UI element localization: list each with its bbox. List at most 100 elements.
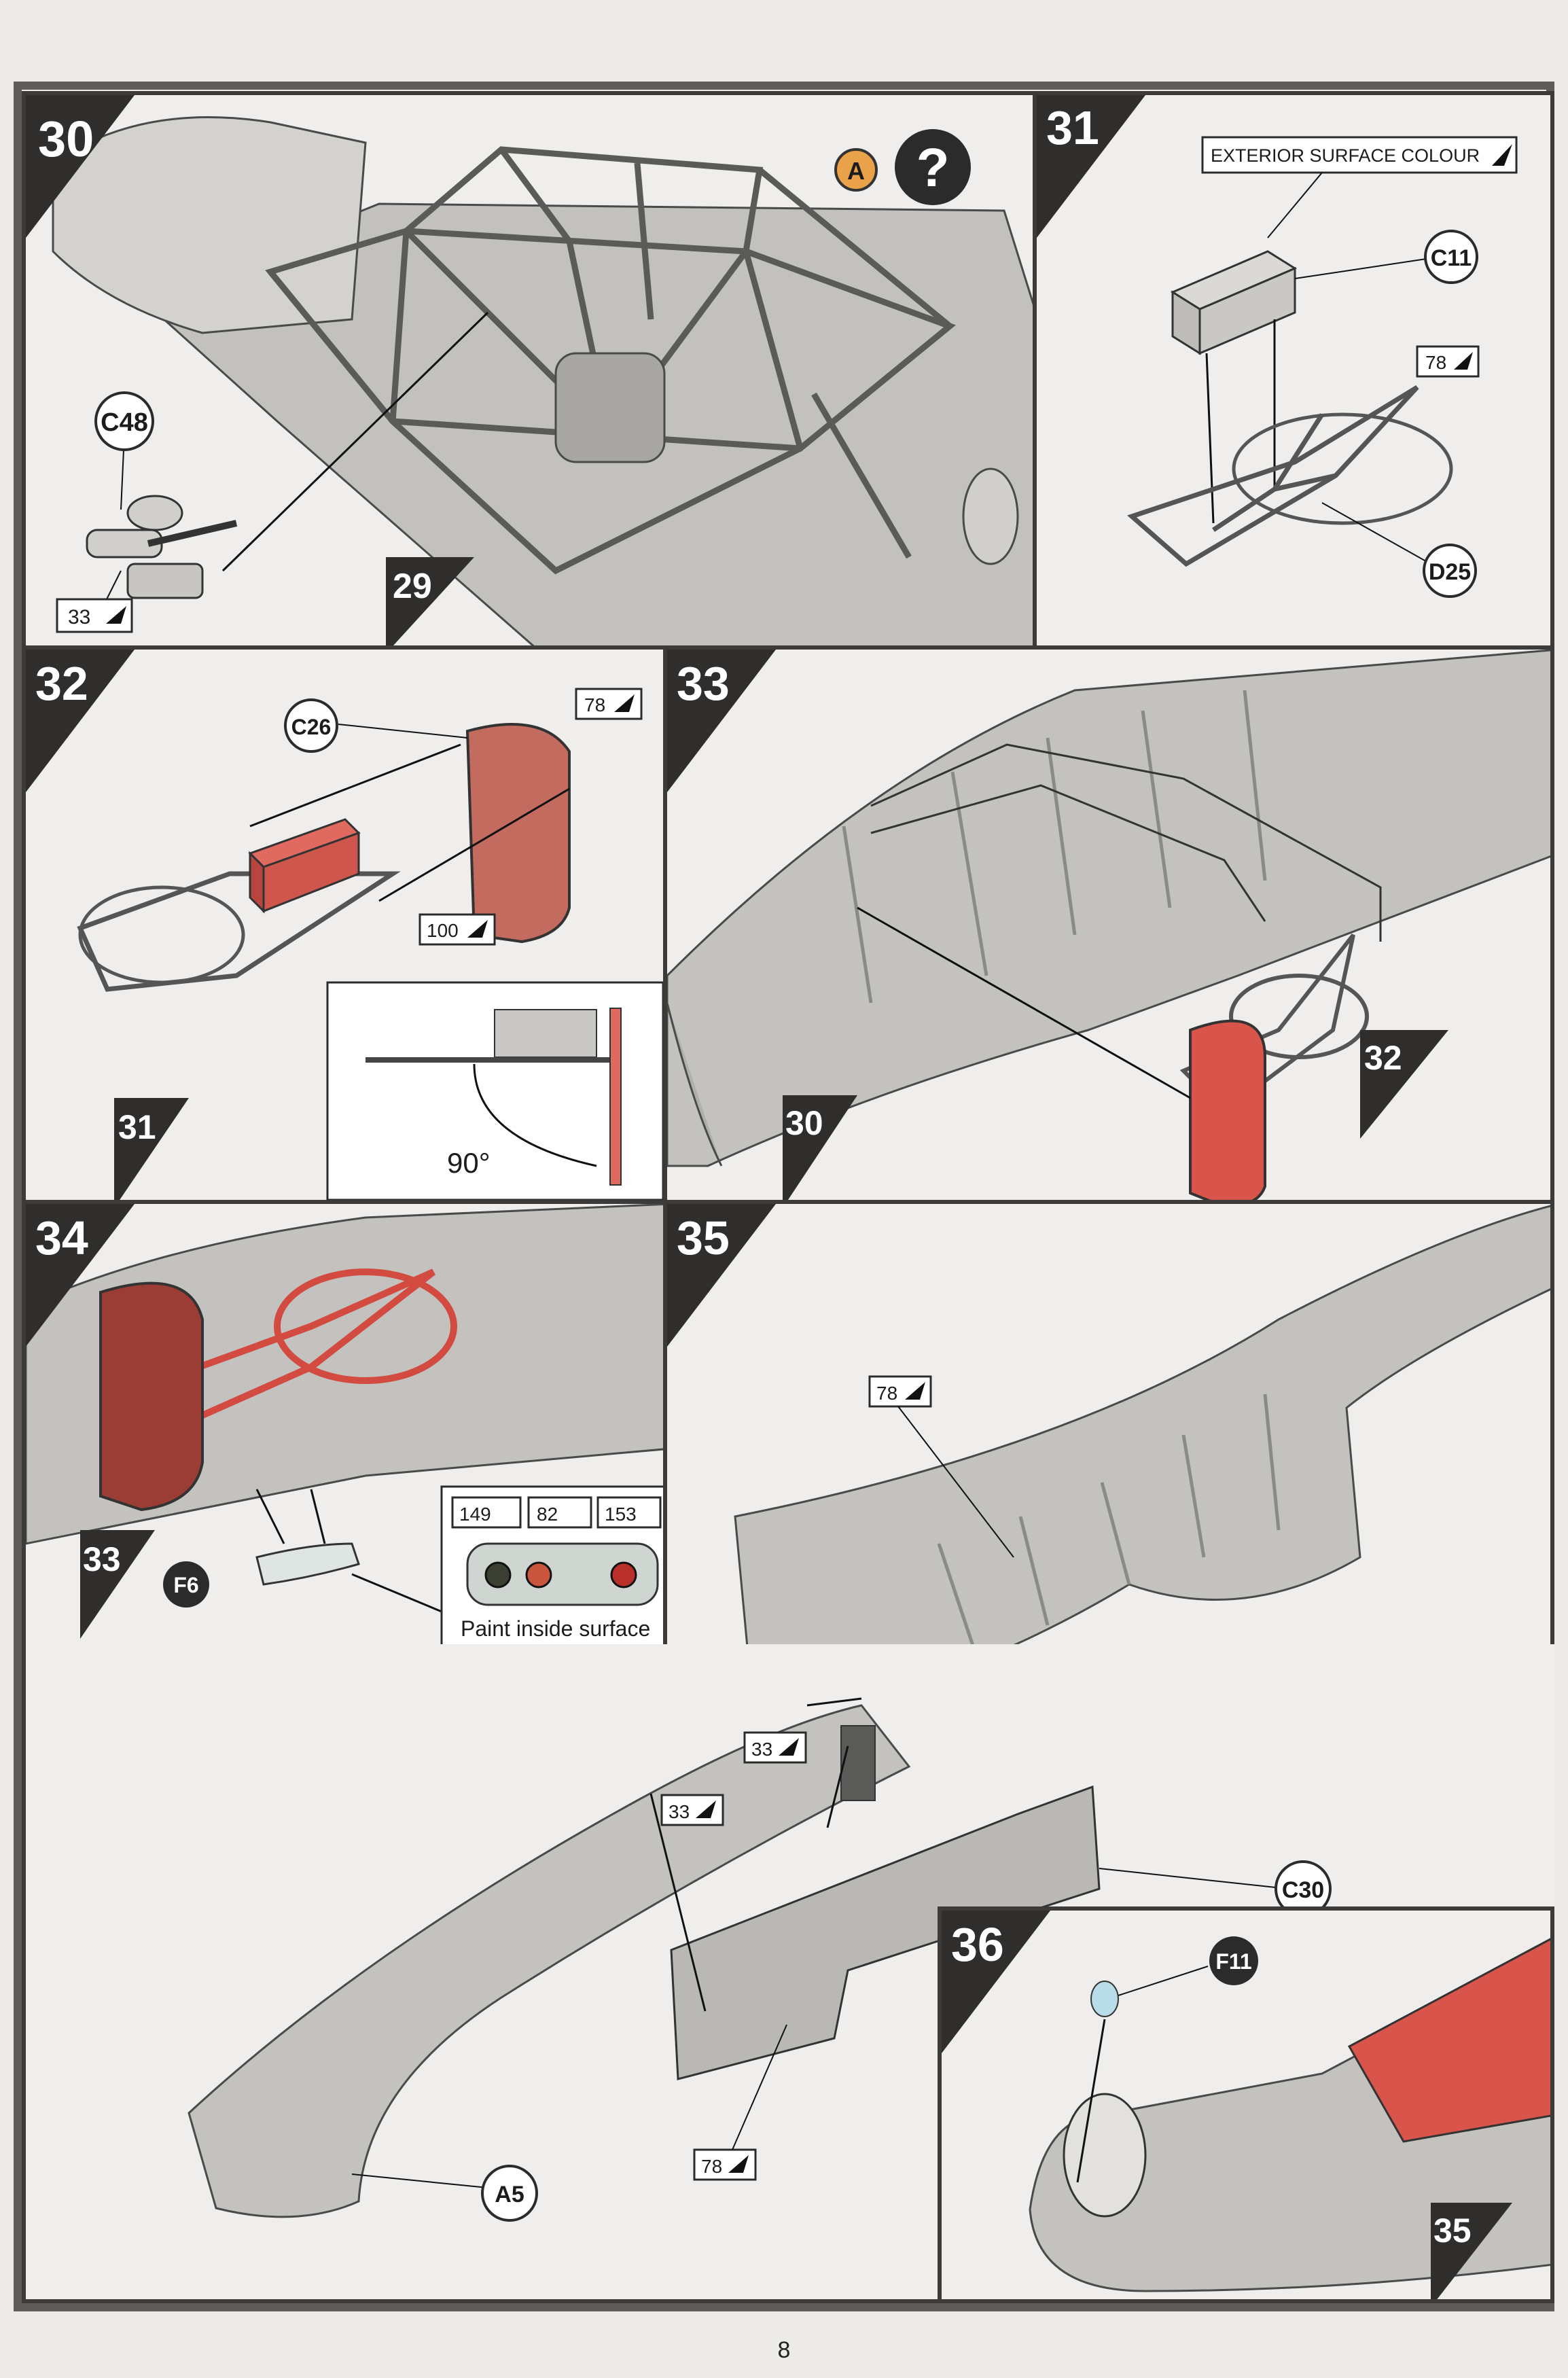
step-31-panel: EXTERIOR SURFACE COLOUR C11 D25 bbox=[1033, 91, 1554, 650]
nose-opening bbox=[1063, 2093, 1147, 2218]
assembly-arrow bbox=[857, 906, 1191, 1099]
callout-f11 bbox=[1209, 1936, 1258, 1985]
page-number: 8 bbox=[777, 2337, 791, 2363]
callout-c48 bbox=[94, 391, 154, 451]
alignment-line bbox=[870, 743, 1382, 942]
callout-c11-label: C11 bbox=[1431, 245, 1472, 271]
brush-icon bbox=[779, 1738, 799, 1756]
step-32-panel: C26 78 100 90° 32 31 bbox=[22, 645, 667, 1204]
paint-code-82: 82 bbox=[537, 1504, 558, 1525]
paint-code-78: 78 bbox=[1425, 352, 1446, 373]
paint-code-box bbox=[693, 2148, 757, 2181]
prev-step-ref-triangle bbox=[80, 1530, 155, 1639]
paint-code-153: 153 bbox=[605, 1504, 637, 1525]
dial-153 bbox=[610, 1561, 637, 1589]
prev-step-ref-triangle bbox=[114, 1098, 189, 1200]
step-34-panel: F6 149 82 153 Paint inside surface 34 33 bbox=[22, 1200, 667, 1648]
paint-code-box bbox=[56, 598, 133, 633]
paint-note: Paint inside surface bbox=[461, 1616, 650, 1641]
step-number-tab bbox=[942, 1911, 1050, 2053]
prev-step-ref-triangle bbox=[1431, 2203, 1512, 2299]
step-number-tab bbox=[1037, 95, 1145, 238]
step-number-31: 31 bbox=[1046, 101, 1099, 154]
seat-back bbox=[962, 467, 1019, 565]
exterior-colour-box bbox=[1201, 136, 1518, 174]
callout-c26 bbox=[284, 698, 338, 753]
red-cockpit-floor bbox=[1347, 1938, 1550, 2143]
paint-code-box bbox=[596, 1496, 662, 1529]
prev-step-ref-29: 29 bbox=[393, 567, 432, 606]
brush-icon bbox=[696, 1800, 716, 1818]
step-number-32: 32 bbox=[35, 657, 88, 710]
step-33-drawing: 33 30 32 bbox=[667, 650, 1550, 1200]
part-f11-lens bbox=[1090, 1981, 1119, 2017]
step-number-tab bbox=[667, 1204, 776, 1347]
instrument-panel-detail bbox=[466, 1542, 659, 1606]
step-30-panel: C48 33 A ? 30 29 bbox=[22, 91, 1037, 650]
callout-a5 bbox=[481, 2165, 538, 2222]
pilot-seat bbox=[554, 352, 666, 463]
paint-code-33: 33 bbox=[669, 1801, 690, 1822]
fuselage-ribs bbox=[937, 1394, 1281, 1646]
brush-icon bbox=[1454, 352, 1473, 370]
prev-step-ref-triangle bbox=[1360, 1030, 1448, 1139]
fuselage-right-half bbox=[734, 1205, 1550, 1735]
callout-f6-label: F6 bbox=[173, 1573, 198, 1597]
question-icon bbox=[895, 129, 971, 205]
callout-c48-label: C48 bbox=[101, 408, 148, 437]
prev-step-ref-35: 35 bbox=[1433, 2212, 1472, 2250]
callout-d25 bbox=[1423, 544, 1477, 598]
part-d25 bbox=[1127, 385, 1453, 567]
step-35-drawing: 78 35 bbox=[667, 1204, 1550, 1735]
fuselage-half bbox=[667, 650, 1550, 1167]
assembly-arrow bbox=[221, 311, 489, 572]
prev-step-ref-31: 31 bbox=[118, 1108, 156, 1146]
inset-block bbox=[494, 1009, 597, 1058]
brush-icon bbox=[1492, 144, 1512, 166]
paint-code-box bbox=[451, 1496, 522, 1529]
callout-c30-label: C30 bbox=[1282, 1877, 1324, 1903]
paint-code-78: 78 bbox=[876, 1383, 897, 1404]
callout-c11 bbox=[1424, 230, 1478, 284]
step-36-drawing: F11 36 35 bbox=[942, 1911, 1550, 2299]
step-number-tab bbox=[26, 650, 135, 792]
angle-label: 90° bbox=[447, 1147, 491, 1179]
help-badge-a bbox=[834, 148, 878, 192]
cockpit-tube-frame bbox=[265, 146, 956, 575]
part-c26-bulkhead bbox=[465, 723, 571, 944]
paint-code-33: 33 bbox=[68, 606, 90, 628]
callout-a5-label: A5 bbox=[495, 2182, 524, 2207]
step-34-drawing: F6 149 82 153 Paint inside surface 34 33 bbox=[26, 1204, 663, 1644]
step-36-panel: F11 36 35 bbox=[938, 1906, 1554, 2303]
paint-code-box bbox=[660, 1794, 724, 1826]
brush-icon bbox=[106, 606, 126, 624]
part-red-block bbox=[248, 818, 361, 914]
step-number-30: 30 bbox=[38, 111, 94, 167]
prev-step-ref-32: 32 bbox=[1364, 1039, 1402, 1077]
step-32-drawing: C26 78 100 90° 32 31 bbox=[26, 650, 663, 1200]
brush-icon bbox=[728, 2155, 749, 2173]
help-badge-letter: A bbox=[847, 157, 865, 185]
callout-d25-label: D25 bbox=[1429, 559, 1471, 585]
inset-bulkhead bbox=[609, 1008, 622, 1186]
prev-step-ref-30: 30 bbox=[785, 1104, 823, 1142]
part-frame-assembly bbox=[77, 871, 401, 992]
paint-code-box bbox=[527, 1496, 592, 1529]
part-c48 bbox=[86, 495, 238, 599]
prev-step-ref-triangle bbox=[783, 1095, 857, 1200]
angle-arc bbox=[473, 1063, 597, 1167]
exterior-colour-label: EXTERIOR SURFACE COLOUR bbox=[1211, 145, 1480, 166]
fuselage-left-half bbox=[188, 1704, 911, 2218]
paint-code-33: 33 bbox=[751, 1739, 772, 1760]
step-number-tab bbox=[26, 95, 135, 238]
step-33-panel: 33 30 32 bbox=[663, 645, 1554, 1204]
brush-icon bbox=[614, 694, 635, 712]
step-35-lower-drawing: C30 A5 33 33 78 bbox=[188, 1697, 1332, 2222]
red-bulkhead bbox=[99, 1281, 204, 1512]
callout-f11-label: F11 bbox=[1215, 1949, 1251, 1974]
part-f6 bbox=[255, 1542, 360, 1586]
step-number-tab bbox=[26, 1204, 135, 1347]
fuselage-ribs bbox=[842, 690, 1267, 1004]
part-c11 bbox=[1170, 250, 1298, 355]
